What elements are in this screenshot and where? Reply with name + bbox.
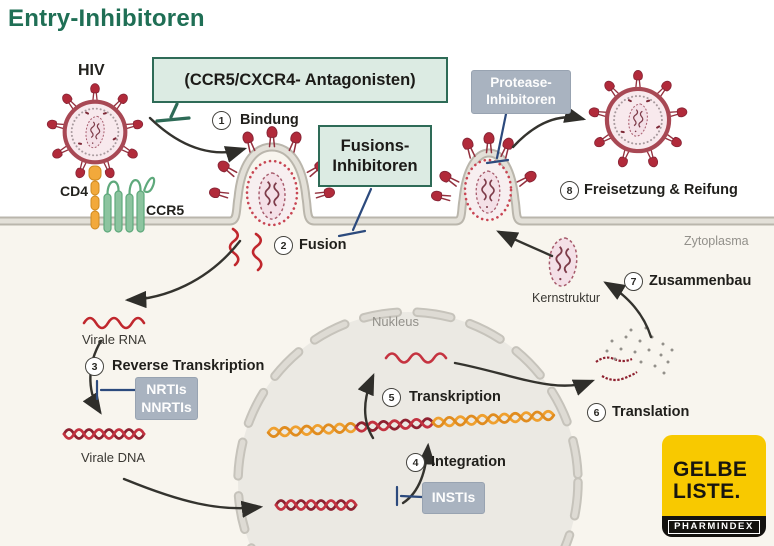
- step-8-badge: 8: [560, 181, 579, 200]
- virale-rna-label: Virale RNA: [82, 332, 147, 347]
- translation-icon: [595, 326, 674, 382]
- step-5-badge: 5: [382, 388, 401, 407]
- nrti-inhibitor-box: NRTIs NNRTIs: [135, 377, 198, 420]
- step-1-label: Bindung: [240, 112, 299, 128]
- gelbe-liste-logo: GELBE LISTE. PHARMINDEX: [662, 435, 766, 537]
- protease-inhibitor-box: Protease- Inhibitoren: [471, 70, 571, 114]
- logo-black-panel: PHARMINDEX: [662, 516, 766, 537]
- step-4-badge: 4: [406, 453, 425, 472]
- step-6-label: Translation: [612, 404, 690, 420]
- mrna-icon: [384, 352, 448, 364]
- logo-line1: GELBE: [673, 458, 748, 481]
- fusing-virion-icon: [207, 125, 337, 227]
- budding-virion-icon: [429, 131, 539, 222]
- page-title: Entry-Inhibitoren: [8, 5, 205, 32]
- step-5-label: Transkription: [409, 389, 501, 405]
- flow-arrows: [82, 106, 653, 518]
- hiv-virion-icon: [47, 84, 144, 179]
- cd4-label: CD4: [60, 183, 89, 199]
- fusion-rna-icon: [228, 227, 263, 272]
- ccr5-label: CCR5: [146, 202, 185, 218]
- kernstruktur-label: Kernstruktur: [532, 291, 601, 305]
- ccr5-receptor-icon: [103, 176, 156, 233]
- logo-yellow-panel: GELBE LISTE.: [662, 435, 766, 516]
- step-2-badge: 2: [274, 236, 293, 255]
- nukleus-label: Nukleus: [372, 314, 419, 329]
- virale-dna-label: Virale DNA: [81, 450, 146, 465]
- logo-line2: LISTE.: [673, 480, 741, 504]
- cell-membrane: [0, 142, 774, 226]
- nuclear-dna-icon: [274, 499, 358, 511]
- fusion-inhibitor-box: Fusions- Inhibitoren: [318, 125, 432, 187]
- hiv-label: HIV: [78, 62, 105, 79]
- step-7-badge: 7: [624, 272, 643, 291]
- virale-dna-icon: [62, 428, 146, 440]
- zytoplasma-label: Zytoplasma: [684, 234, 749, 248]
- step-8-label: Freisetzung & Reifung: [584, 182, 738, 198]
- step-3-label: Reverse Transkription: [112, 358, 265, 374]
- insti-inhibitor-box: INSTIs: [422, 482, 485, 514]
- inhibition-lines: [95, 102, 510, 507]
- ccr5-cxcr4-antagonist-box: (CCR5/CXCR4- Antagonisten): [152, 57, 448, 103]
- cd4-receptor-icon: [88, 165, 102, 230]
- released-virion-icon: [588, 70, 687, 168]
- step-1-badge: 1: [212, 111, 231, 130]
- step-2-label: Fusion: [299, 237, 347, 253]
- step-6-badge: 6: [587, 403, 606, 422]
- logo-sub: PHARMINDEX: [668, 519, 760, 534]
- step-4-label: Integration: [431, 454, 506, 470]
- step-7-label: Zusammenbau: [649, 273, 752, 289]
- virale-rna-icon: [82, 316, 146, 330]
- step-3-badge: 3: [85, 357, 104, 376]
